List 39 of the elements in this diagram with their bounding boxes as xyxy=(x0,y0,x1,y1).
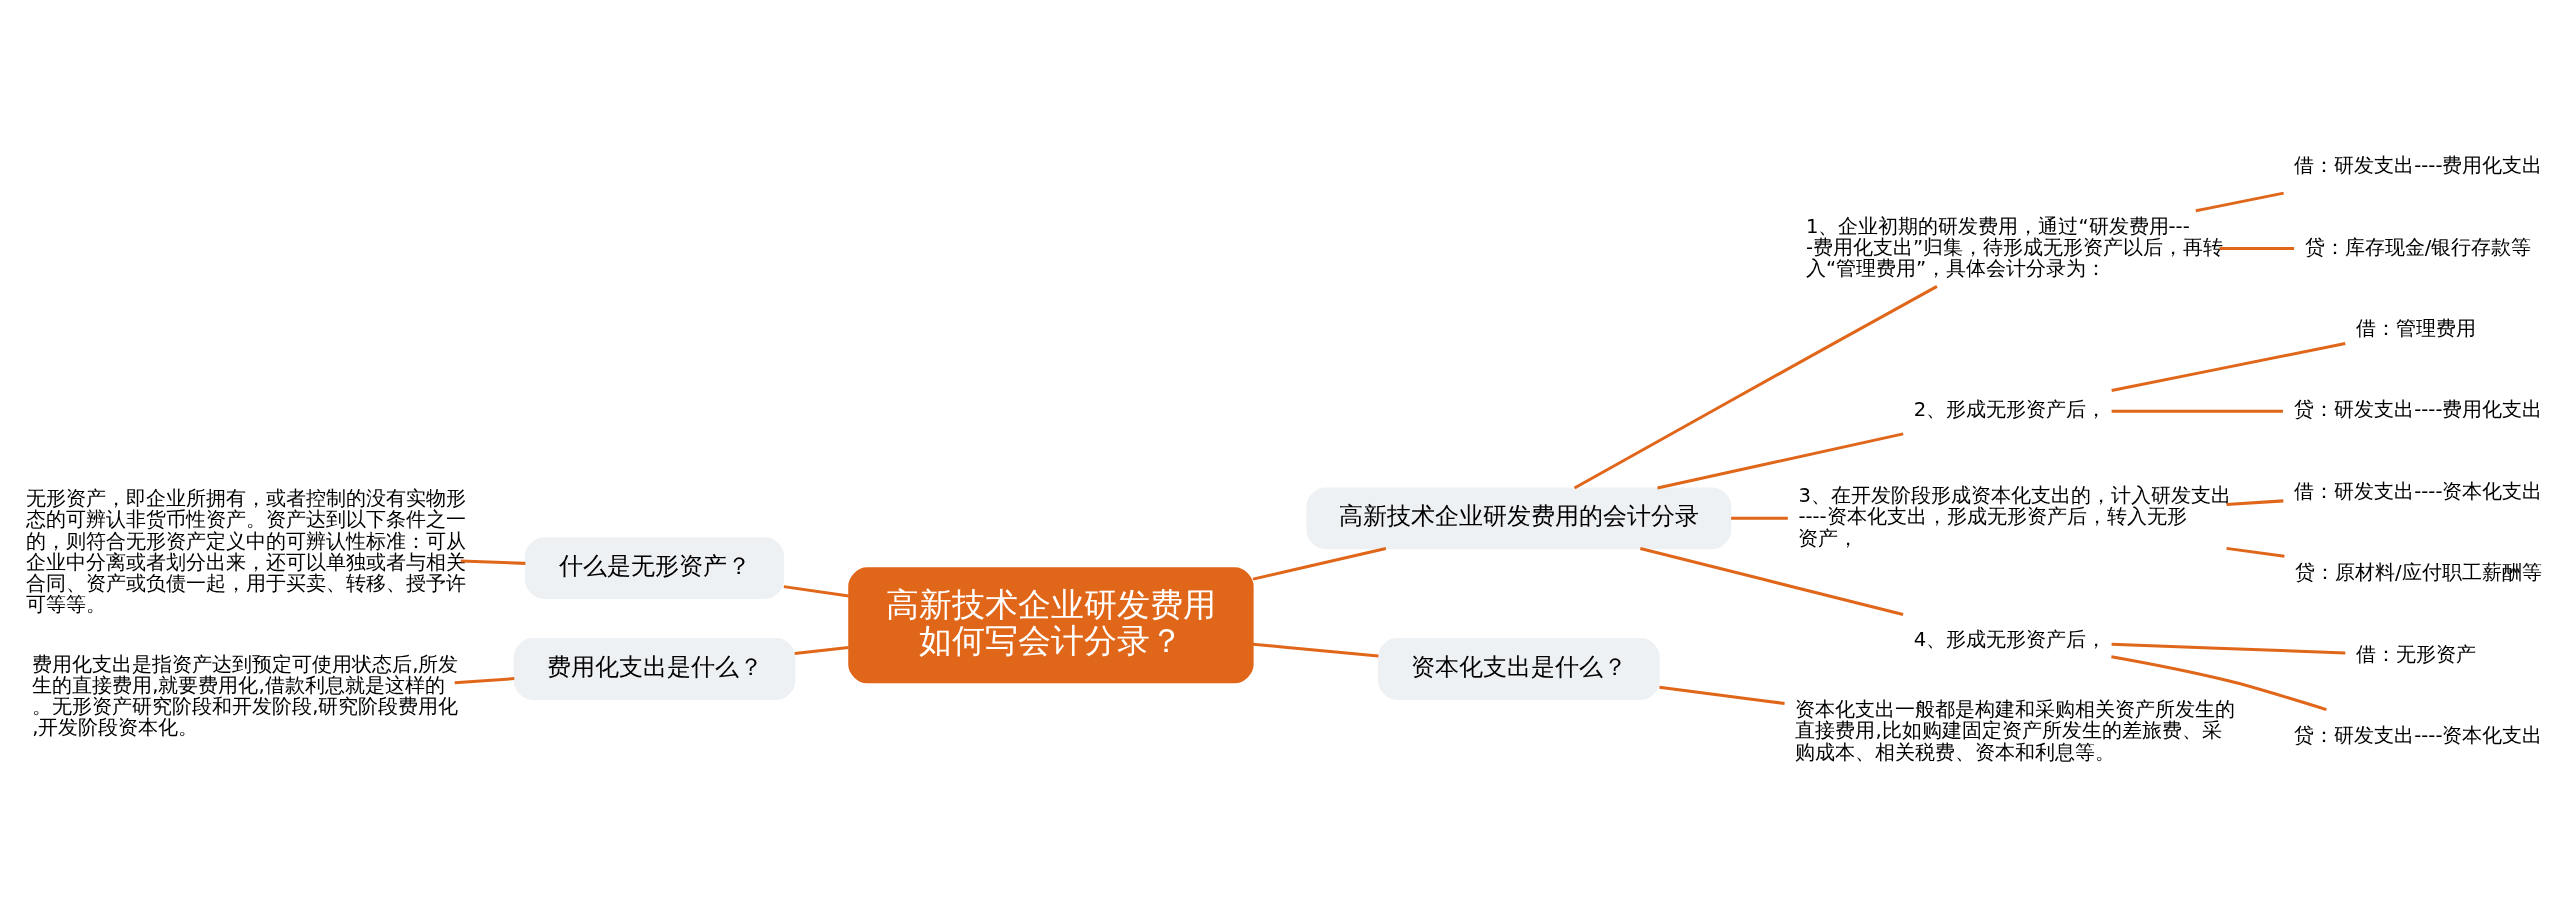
connector xyxy=(2219,247,2295,251)
node-text: 贷：研发支出----资本化支出 xyxy=(2294,723,2543,747)
node-text: 贷：研发支出----费用化支出 xyxy=(2294,398,2543,422)
connector xyxy=(460,559,526,565)
connector xyxy=(2111,655,2327,711)
node-box: 费用化支出是什么？ xyxy=(513,638,796,700)
node-text: 贷：原材料/应付职工薪酬等 xyxy=(2294,561,2542,585)
node-box: 高新技术企业研发费用的会计分录 xyxy=(1306,487,1732,550)
connector xyxy=(2111,409,2283,413)
connector xyxy=(1639,547,1904,617)
node-text: 资本化支出一般都是构建和采购相关资产所发生的直接费用,比如购建固定资产所发生的差旅费、采购成本、相关税费、资本和利息等。 xyxy=(1795,698,2236,764)
connector xyxy=(1659,685,1785,705)
node-text: 4、形成无形资产后， xyxy=(1913,627,2107,651)
connector xyxy=(783,585,850,598)
connector xyxy=(2195,191,2284,213)
connector xyxy=(1573,285,1938,490)
node-box: 资本化支出是什么？ xyxy=(1377,638,1660,700)
connector xyxy=(2111,642,2346,655)
node-text: 无形资产，即企业所拥有，或者控制的没有实物形态的可辨认非货币性资产。资产达到以下条件之一的，则符合无形资产定义中的可辨认性标准：可从企业中分离或者划分出来，还可以单独或者与相关合同、资产或负债一起，用于买卖、转移、授予许可等等。 xyxy=(26,487,467,616)
node-text: 借：管理费用 xyxy=(2356,317,2477,341)
connector xyxy=(1252,642,1379,658)
node-box: 什么是无形资产？ xyxy=(524,537,785,599)
connector xyxy=(454,677,515,685)
connector xyxy=(2226,499,2284,506)
node-text: 借：无形资产 xyxy=(2356,642,2477,666)
connector xyxy=(1252,547,1387,581)
node-text: 借：研发支出----资本化支出 xyxy=(2294,479,2543,503)
connector xyxy=(794,646,849,656)
node-text: 费用化支出是指资产达到预定可使用状态后,所发生的直接费用,就要费用化,借款利息就是这样的。无形资产研究阶段和开发阶段,研究阶段费用化,开发阶段资本化。 xyxy=(32,653,459,740)
node-box: 高新技术企业研发费用如何写会计分录？ xyxy=(848,567,1254,684)
connector xyxy=(2226,546,2285,558)
node-text: 贷：库存现金/银行存款等 xyxy=(2304,235,2532,259)
connector xyxy=(1657,432,1904,490)
connector xyxy=(1731,516,1788,520)
connector xyxy=(2111,342,2346,392)
node-text: 3、在开发阶段形成资本化支出的，计入研发支出----资本化支出，形成无形资产后，转入无形资产， xyxy=(1798,484,2231,550)
node-text: 借：研发支出----费用化支出 xyxy=(2294,154,2543,178)
node-text: 1、企业初期的研发费用，通过“研发费用----费用化支出”归集，待形成无形资产以后，再转入“管理费用”，具体会计分录为： xyxy=(1805,214,2224,280)
node-text: 2、形成无形资产后， xyxy=(1913,398,2107,422)
